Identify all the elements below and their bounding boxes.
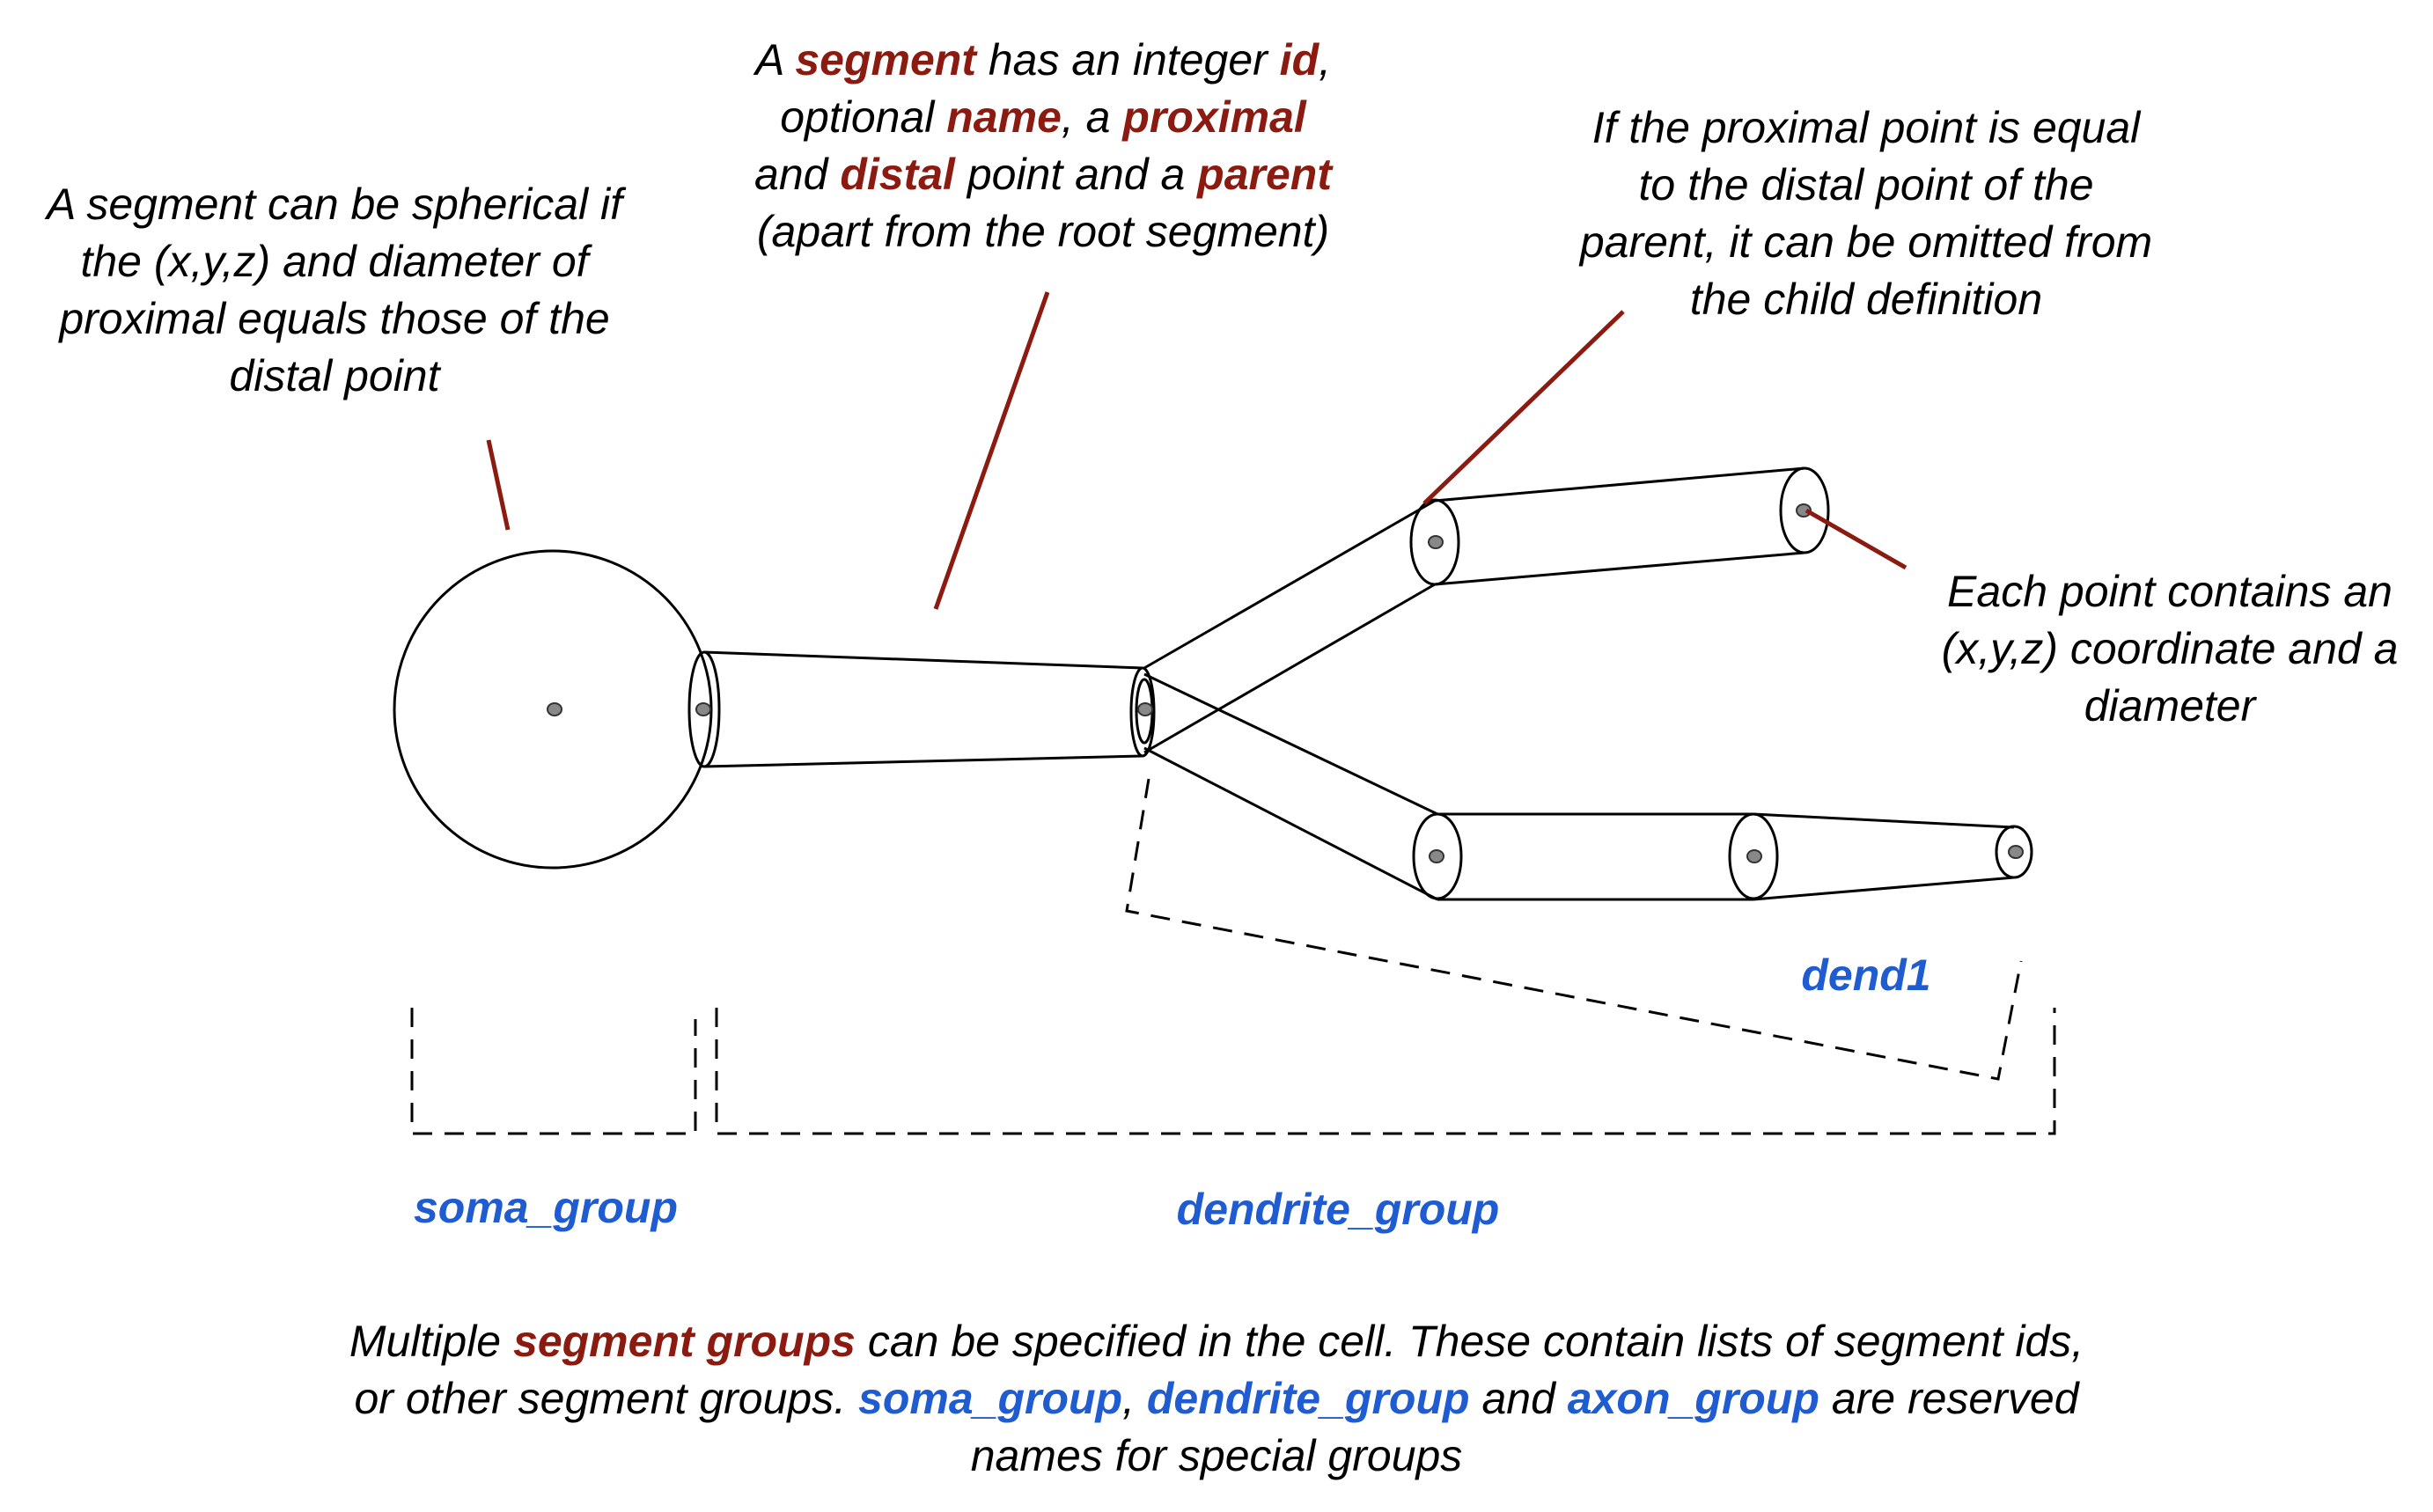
segment-cylinder-main [687, 650, 1156, 768]
annotation-line: A segment has an integer id, [704, 32, 1382, 89]
text-run: optional [780, 92, 947, 142]
segment-cylinder-upper-dendrite [1409, 466, 1830, 586]
annotation-line: (apart from the root segment) [756, 207, 1330, 256]
text-run: has an integer [975, 35, 1280, 84]
text-run: and [1469, 1374, 1568, 1423]
annotation-line: Multiple segment groups can be specified… [176, 1313, 2257, 1370]
annotation-line: If the proximal point is equal [1591, 103, 2141, 152]
annotation-line: (x,y,z) coordinate and a [1941, 624, 2399, 673]
bracket-dendrite-group [715, 1008, 2056, 1135]
bracket-soma-group [410, 1008, 697, 1135]
point-lower-proximal [1429, 849, 1444, 863]
annotation-line: names for special groups [970, 1431, 1463, 1480]
text-run: , a [1061, 92, 1123, 142]
annotation-line: optional name, a proximal [704, 89, 1382, 146]
group-label-dend1: dend1 [1801, 951, 1931, 1000]
annotation-line: distal point [229, 351, 440, 400]
text-run: can be specified in the cell. These cont… [855, 1317, 2084, 1366]
keyword-proximal: proximal [1122, 92, 1306, 142]
point-soma-center [547, 702, 562, 716]
annotation-line: proximal equals those of the [59, 294, 610, 343]
segment-cylinder-upper-branch [1143, 499, 1436, 754]
text-run: , [1319, 35, 1332, 84]
text-run: , [1122, 1374, 1147, 1423]
annotation-spherical-segment: A segment can be spherical if the (x,y,z… [18, 176, 651, 405]
group-label-soma-group: soma_group [413, 1183, 679, 1232]
point-lower-mid [1746, 849, 1762, 863]
annotation-line: or other segment groups. soma_group, den… [176, 1370, 2257, 1428]
annotation-point-contents: Each point contains an (x,y,z) coordinat… [1910, 563, 2429, 735]
text-run: A [754, 35, 796, 84]
keyword-parent: parent [1197, 150, 1332, 199]
text-run: point and a [954, 150, 1198, 199]
annotation-line: A segment can be spherical if [46, 180, 623, 229]
text-run: are reserved [1819, 1374, 2079, 1423]
annotation-segment-groups: Multiple segment groups can be specified… [176, 1313, 2257, 1485]
callout-line-proximal [1422, 310, 1625, 505]
keyword-segment-groups: segment groups [513, 1317, 856, 1366]
bracket-dend1 [1125, 778, 2023, 1081]
keyword-id: id [1279, 35, 1319, 84]
annotation-line: parent, it can be omitted from [1579, 217, 2153, 267]
text-run: or other segment groups. [354, 1374, 859, 1423]
annotation-line: the child definition [1689, 275, 2043, 324]
annotation-line: and distal point and a parent [704, 146, 1382, 203]
keyword-segment: segment [795, 35, 976, 84]
point-upper-proximal [1428, 535, 1444, 549]
text-run: Multiple [349, 1317, 514, 1366]
point-branch [1137, 702, 1153, 716]
annotation-segment-definition: A segment has an integer id, optional na… [704, 32, 1382, 261]
segment-cylinder-lower-branch [1143, 672, 1438, 901]
group-label-dendrite-group: dendrite_group [1176, 1185, 1500, 1234]
text-run: and [754, 150, 841, 199]
annotation-line: Each point contains an [1947, 567, 2393, 616]
point-lower-distal [2008, 845, 2024, 859]
annotation-proximal-point: If the proximal point is equal to the di… [1532, 99, 2201, 328]
segment-cylinder-lower-dendrite [1412, 812, 2033, 901]
keyword-dendrite-group: dendrite_group [1146, 1374, 1470, 1423]
annotation-line: diameter [2084, 681, 2256, 730]
keyword-soma-group: soma_group [858, 1374, 1123, 1423]
callout-line-point [1805, 508, 1907, 570]
point-soma-distal [695, 702, 711, 716]
callout-line-sphere [486, 439, 511, 531]
annotation-line: the (x,y,z) and diameter of [80, 237, 589, 286]
keyword-axon-group: axon_group [1567, 1374, 1819, 1423]
keyword-distal: distal [840, 150, 955, 199]
callout-line-segment [933, 291, 1050, 610]
annotation-line: to the distal point of the [1638, 160, 2094, 209]
keyword-name: name [946, 92, 1062, 142]
